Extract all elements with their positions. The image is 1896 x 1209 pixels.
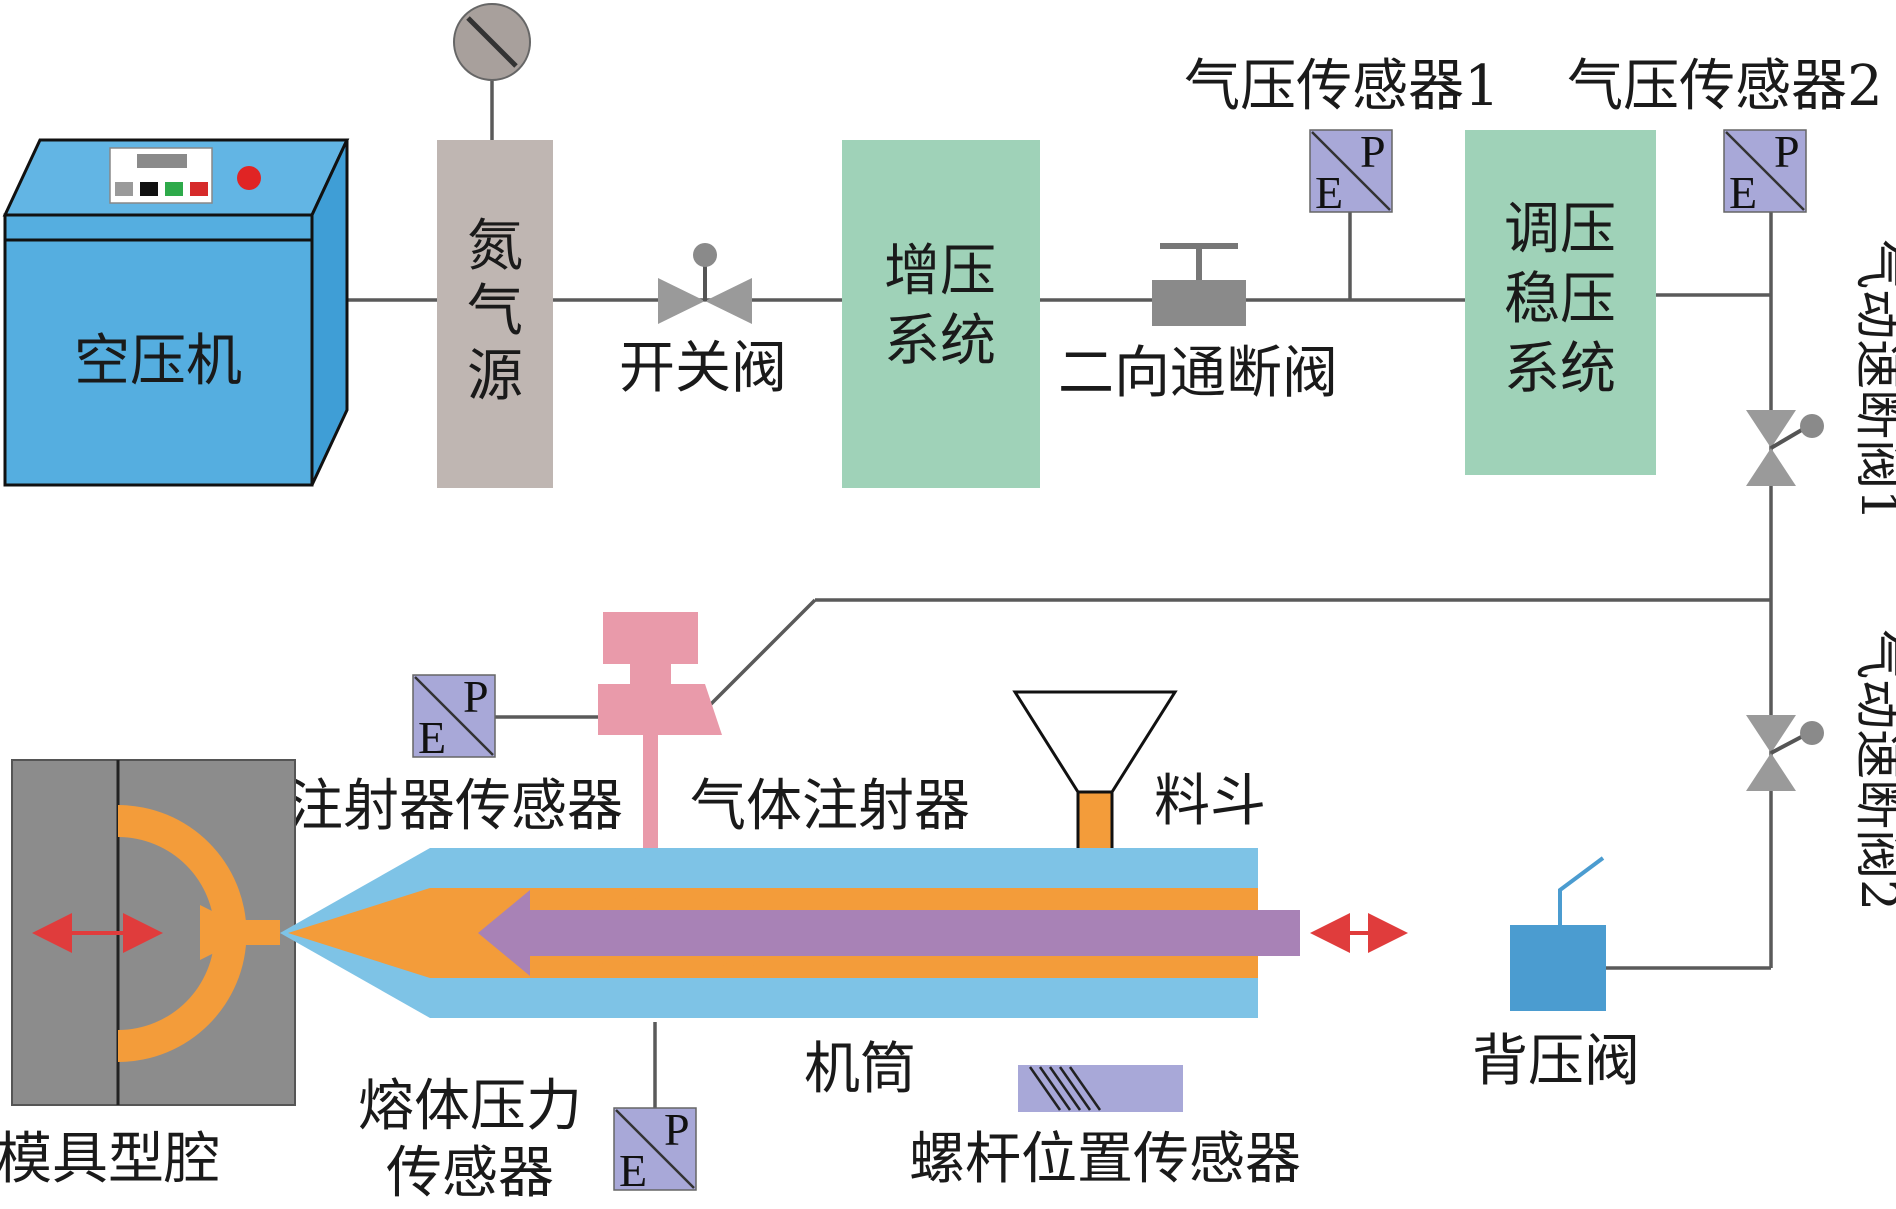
two-way-valve-label: 二向通断阀	[1058, 341, 1338, 406]
ep-e: E	[418, 712, 446, 763]
booster-label-2: 系统	[884, 309, 996, 374]
gas-injector: 气体注射器	[598, 612, 970, 850]
pressure-sensor-1-label: 气压传感器1	[1184, 54, 1500, 119]
pneumatic-valve-2: 气动速断阀2	[1746, 629, 1896, 911]
switch-valve: 开关阀	[619, 243, 787, 401]
regulator-label-2: 稳压	[1504, 267, 1616, 332]
melt-pressure-sensor: E P 熔体压力 传感器	[358, 1074, 697, 1206]
melt-sensor-label-2: 传感器	[386, 1141, 554, 1206]
hopper-label: 料斗	[1154, 769, 1266, 834]
booster-label-1: 增压	[884, 239, 996, 304]
ep-p: P	[664, 1104, 690, 1155]
nitrogen-source: 氮 气 源	[437, 3, 553, 488]
nitrogen-label-2: 气	[467, 279, 523, 344]
ep-p: P	[1360, 126, 1386, 177]
switch-valve-label: 开关阀	[619, 336, 787, 401]
ep-e: E	[1315, 167, 1343, 218]
back-valve-label: 背压阀	[1472, 1029, 1640, 1094]
booster-system: 增压 系统	[842, 140, 1040, 488]
nitrogen-label-1: 氮	[467, 214, 523, 279]
hopper: 料斗	[1012, 690, 1266, 857]
air-compressor: 空压机	[2, 138, 350, 487]
screw-position-sensor: 螺杆位置传感器	[909, 1065, 1301, 1192]
sensor-hatch	[1028, 1066, 1102, 1111]
regulator-label-3: 系统	[1504, 337, 1616, 402]
compressor-label: 空压机	[74, 329, 242, 394]
pressure-sensor-2: 气压传感器2 E P	[1567, 54, 1883, 218]
pneumatic-valve-1: 气动速断阀1	[1746, 239, 1896, 521]
barrel-label: 机筒	[804, 1037, 916, 1102]
pressure-sensor-1: 气压传感器1 E P	[1184, 54, 1500, 218]
barrel: 机筒	[280, 848, 1408, 1102]
ep-e: E	[619, 1145, 647, 1196]
mold-cavity-label: 模具型腔	[0, 1127, 220, 1192]
injector-sensor: E P 注射器传感器	[287, 671, 623, 839]
ep-p: P	[463, 671, 489, 722]
ep-p: P	[1774, 126, 1800, 177]
nitrogen-label-3: 源	[467, 344, 523, 409]
mold-cavity: 模具型腔	[0, 759, 296, 1192]
melt-sensor-label-1: 熔体压力	[358, 1074, 582, 1139]
gas-injector-label: 气体注射器	[690, 774, 970, 839]
pneumatic-valve-1-label: 气动速断阀1	[1850, 239, 1896, 521]
ep-e: E	[1729, 167, 1757, 218]
pneumatic-valve-2-label: 气动速断阀2	[1850, 629, 1896, 911]
screw-flights	[530, 895, 1198, 971]
two-way-valve: 二向通断阀	[1058, 243, 1338, 406]
pressure-sensor-2-label: 气压传感器2	[1567, 54, 1883, 119]
regulator-system: 调压 稳压 系统	[1465, 130, 1656, 475]
back-pressure-valve: 背压阀	[1472, 856, 1640, 1094]
regulator-label-1: 调压	[1504, 197, 1616, 262]
injector-sensor-label: 注射器传感器	[287, 774, 623, 839]
gas-pipes	[347, 80, 1773, 1108]
screw-sensor-label: 螺杆位置传感器	[909, 1127, 1301, 1192]
